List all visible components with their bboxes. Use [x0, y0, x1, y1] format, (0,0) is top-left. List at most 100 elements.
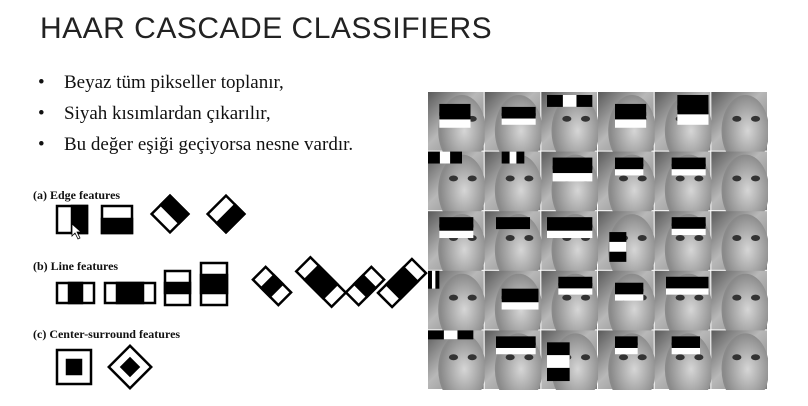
- haar-overlay: [552, 157, 593, 182]
- edge-features-label: (a) Edge features: [33, 188, 121, 202]
- face-eye: [524, 354, 534, 361]
- face-eye: [637, 235, 647, 242]
- haar-overlay: [501, 288, 539, 310]
- face-eye: [618, 354, 629, 361]
- haar-overlay: [677, 94, 709, 125]
- face-eye: [562, 294, 572, 301]
- face-shape: [721, 273, 768, 346]
- face-shape: [438, 154, 486, 227]
- bullet-item: • Beyaz tüm pikseller toplanır,: [38, 72, 353, 103]
- bullet-marker: •: [38, 103, 45, 124]
- face-eye: [524, 175, 534, 182]
- face-cell: [484, 211, 543, 286]
- face-cell: [541, 270, 600, 346]
- face-eye: [637, 175, 647, 182]
- edge-feature-diagonal-1: [149, 193, 191, 235]
- face-shape: [438, 333, 486, 390]
- haar-overlay: [666, 276, 709, 295]
- face-eye: [751, 175, 761, 182]
- line-feature-diagonal-2: [294, 255, 348, 309]
- face-cell: [711, 211, 768, 286]
- face-eye: [562, 115, 572, 122]
- haar-overlay: [428, 151, 462, 164]
- line-feature-horizontal-wide: [199, 261, 229, 307]
- face-eye: [751, 294, 761, 301]
- line-feature-diagonal-3: [344, 265, 386, 307]
- face-shape: [721, 154, 768, 227]
- face-cell: [654, 330, 713, 390]
- haar-overlay: [547, 342, 570, 382]
- face-shape: [494, 214, 543, 286]
- haar-feature-diagrams: [55, 193, 428, 390]
- face-shape: [551, 94, 600, 167]
- face-cell: [428, 270, 486, 346]
- line-feature-diagonal-1: [251, 265, 293, 307]
- face-shape: [494, 154, 543, 227]
- face-eye: [448, 294, 459, 301]
- haar-overlay: [428, 330, 474, 340]
- face-eye: [694, 294, 704, 301]
- face-eye: [581, 115, 591, 122]
- face-eye: [751, 354, 761, 361]
- face-eye: [448, 354, 459, 361]
- face-cell: [654, 270, 713, 346]
- line-feature-diagonal-4: [376, 257, 428, 309]
- face-cell: [654, 211, 713, 286]
- bullet-text: Siyah kısımlardan çıkarılır,: [64, 103, 271, 124]
- face-eye: [467, 294, 477, 301]
- face-eye: [467, 354, 477, 361]
- slide-title: HAAR CASCADE CLASSIFIERS: [40, 12, 493, 45]
- face-feature-grid: [428, 92, 768, 390]
- face-eye: [694, 235, 704, 242]
- face-eye: [732, 294, 742, 301]
- face-cell: [598, 151, 656, 227]
- edge-feature-horizontal: [100, 204, 134, 235]
- face-shape: [721, 94, 768, 167]
- haar-overlay: [496, 336, 536, 355]
- face-eye: [448, 175, 459, 182]
- haar-overlay: [615, 157, 644, 176]
- bullet-list: • Beyaz tüm pikseller toplanır, • Siyah kı…: [38, 72, 353, 165]
- face-cell: [654, 92, 713, 167]
- face-eye: [505, 354, 515, 361]
- face-cell: [541, 92, 600, 167]
- face-eye: [675, 175, 685, 182]
- line-feature-horizontal-narrow: [163, 269, 192, 307]
- bullet-marker: •: [38, 134, 45, 155]
- face-eye: [751, 235, 761, 242]
- face-eye: [675, 235, 685, 242]
- face-cell: [598, 330, 656, 390]
- face-eye: [675, 354, 685, 361]
- face-cell: [598, 211, 656, 286]
- bullet-item: •Bu değer eşiği geçiyorsa nesne vardır.: [38, 134, 353, 165]
- face-cell: [711, 151, 768, 227]
- haar-overlay: [496, 217, 530, 230]
- bullet-text: Beyaz tüm pikseller toplanır,: [64, 72, 284, 93]
- edge-feature-diagonal-2: [205, 193, 247, 235]
- face-eye: [505, 235, 515, 242]
- haar-overlay: [671, 336, 700, 355]
- face-eye: [751, 115, 761, 122]
- face-eye: [618, 175, 629, 182]
- face-cell: [711, 270, 768, 346]
- cursor-icon: [71, 223, 83, 240]
- haar-overlay: [558, 276, 593, 295]
- haar-overlay: [615, 336, 638, 355]
- face-cell: [711, 330, 768, 390]
- center-surround-label: (c) Center-surround features: [33, 327, 181, 341]
- face-cell: [598, 92, 656, 167]
- face-cell: [484, 330, 543, 390]
- face-cell: [484, 270, 543, 346]
- face-cell: [711, 92, 768, 167]
- haar-overlay: [671, 157, 706, 176]
- face-eye: [581, 294, 591, 301]
- face-eye: [732, 354, 742, 361]
- face-cell: [654, 151, 713, 227]
- bullet-marker: •: [38, 72, 45, 93]
- face-shape: [438, 273, 486, 346]
- face-eye: [581, 354, 591, 361]
- line-feature-vertical-wide: [103, 281, 157, 305]
- face-eye: [467, 175, 477, 182]
- face-eye: [694, 354, 704, 361]
- haar-overlay: [671, 217, 706, 236]
